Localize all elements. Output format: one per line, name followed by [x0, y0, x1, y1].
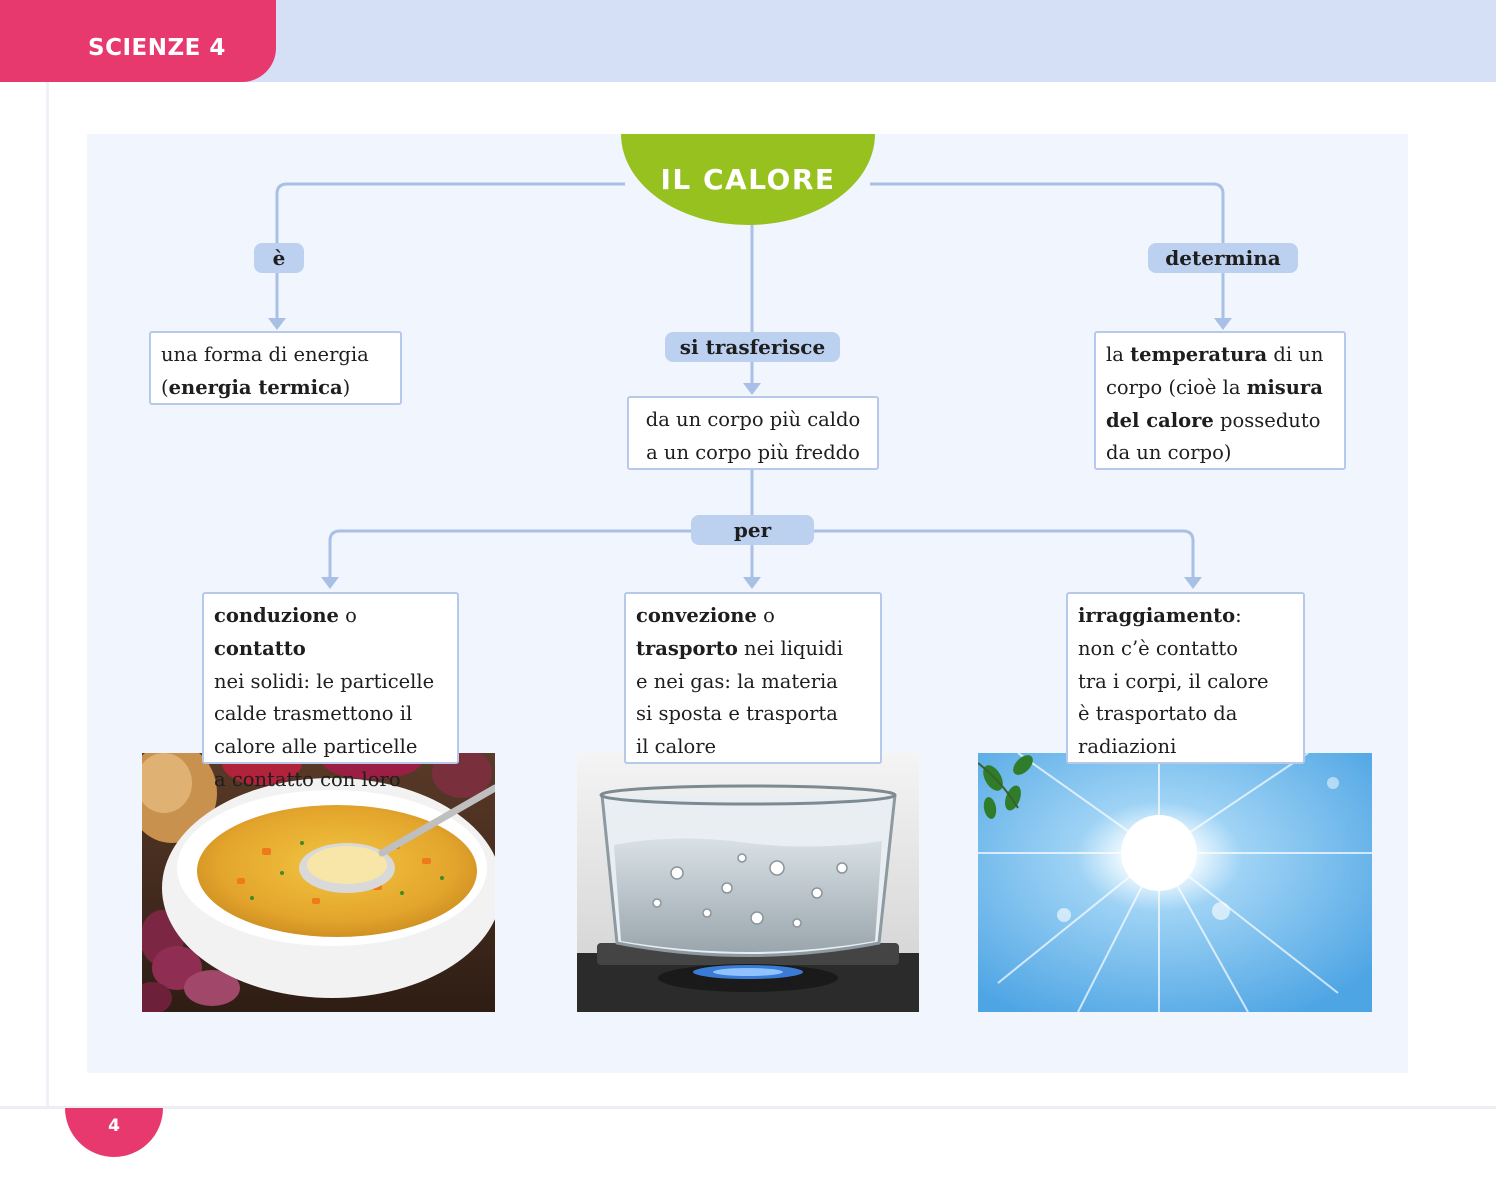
footer-line	[0, 1106, 1496, 1109]
bold-term: trasporto	[636, 636, 738, 660]
bold-term: energia termica	[168, 375, 343, 399]
subject-tab: SCIENZE 4	[0, 0, 276, 82]
node-conduzione: conduzione o contatto nei solidi: le part…	[202, 592, 459, 791]
arrow-head-conduzione	[321, 577, 339, 589]
text-span: )	[342, 375, 351, 399]
link-label-determina: determina	[1148, 243, 1298, 273]
arrow-head-temperatura	[1214, 318, 1232, 330]
text-span: e nei gas: la materia	[636, 669, 838, 693]
connector-per-left	[328, 529, 695, 578]
text-span: a un corpo più freddo	[646, 440, 860, 464]
text-span: posseduto	[1213, 408, 1321, 432]
text-span: a contatto con loro	[214, 767, 401, 791]
node-caldo-freddo: da un corpo più caldo a un corpo più fred…	[627, 396, 879, 470]
photo-soup-bowl	[142, 753, 495, 1012]
link-label-per: per	[691, 515, 814, 545]
bold-term: temperatura	[1130, 343, 1268, 366]
text-span: il calore	[636, 735, 717, 759]
connector-title-left	[275, 182, 625, 320]
text-span: è trasportato da	[1078, 702, 1238, 726]
text-span: si sposta e trasporta	[636, 702, 838, 726]
text-span: una forma di energia	[161, 343, 369, 366]
arrow-head-caldo-freddo	[743, 383, 761, 395]
link-label-si-trasferisce: si trasferisce	[665, 332, 840, 362]
text-span: calde trasmettono il	[214, 702, 413, 726]
concept-title-text: IL CALORE	[660, 163, 836, 196]
node-forma-energia: una forma di energia (energia termica)	[149, 331, 402, 405]
text-span: la	[1106, 343, 1131, 366]
node-convezione: convezione o trasporto nei liquidi e nei g…	[624, 592, 882, 764]
text-span: o	[338, 604, 357, 627]
connector-title-right	[870, 182, 1225, 320]
text-span: (	[161, 375, 169, 399]
text-span: radiazioni	[1078, 735, 1177, 759]
link-label-e: è	[254, 243, 304, 273]
photo-sun-sky	[978, 753, 1372, 1012]
subject-label: SCIENZE 4	[88, 35, 226, 61]
bold-term: conduzione	[214, 604, 339, 627]
text-span: da un corpo)	[1106, 441, 1232, 465]
photo-boiling-pot	[577, 753, 919, 1012]
arrow-head-forma	[268, 318, 286, 330]
text-span: da un corpo più caldo	[645, 408, 861, 431]
connector-per-right	[810, 529, 1195, 578]
arrow-head-convezione	[743, 577, 761, 589]
node-temperatura: la temperatura di un corpo (cioè la misur…	[1094, 331, 1346, 470]
text-span: nei liquidi	[737, 636, 844, 660]
bold-term: convezione	[636, 604, 757, 627]
page-number: 4	[108, 1116, 120, 1136]
bold-term: del calore	[1106, 408, 1214, 432]
text-span: o	[756, 604, 775, 627]
bold-term: contatto	[214, 636, 306, 660]
page-edge	[46, 82, 49, 1107]
bold-term: irraggiamento	[1078, 604, 1236, 627]
text-span: di un	[1267, 343, 1324, 366]
text-span: tra i corpi, il calore	[1078, 669, 1269, 693]
text-span: corpo (cioè la	[1106, 375, 1247, 399]
node-irraggiamento: irraggiamento: non c’è contatto tra i corp…	[1066, 592, 1305, 764]
arrow-head-irraggiamento	[1184, 577, 1202, 589]
text-span: non c’è contatto	[1078, 636, 1239, 660]
text-span: nei solidi: le particelle	[214, 669, 435, 693]
bold-term: misura	[1246, 375, 1323, 399]
text-span: :	[1235, 604, 1242, 627]
text-span: calore alle particelle	[214, 735, 418, 759]
